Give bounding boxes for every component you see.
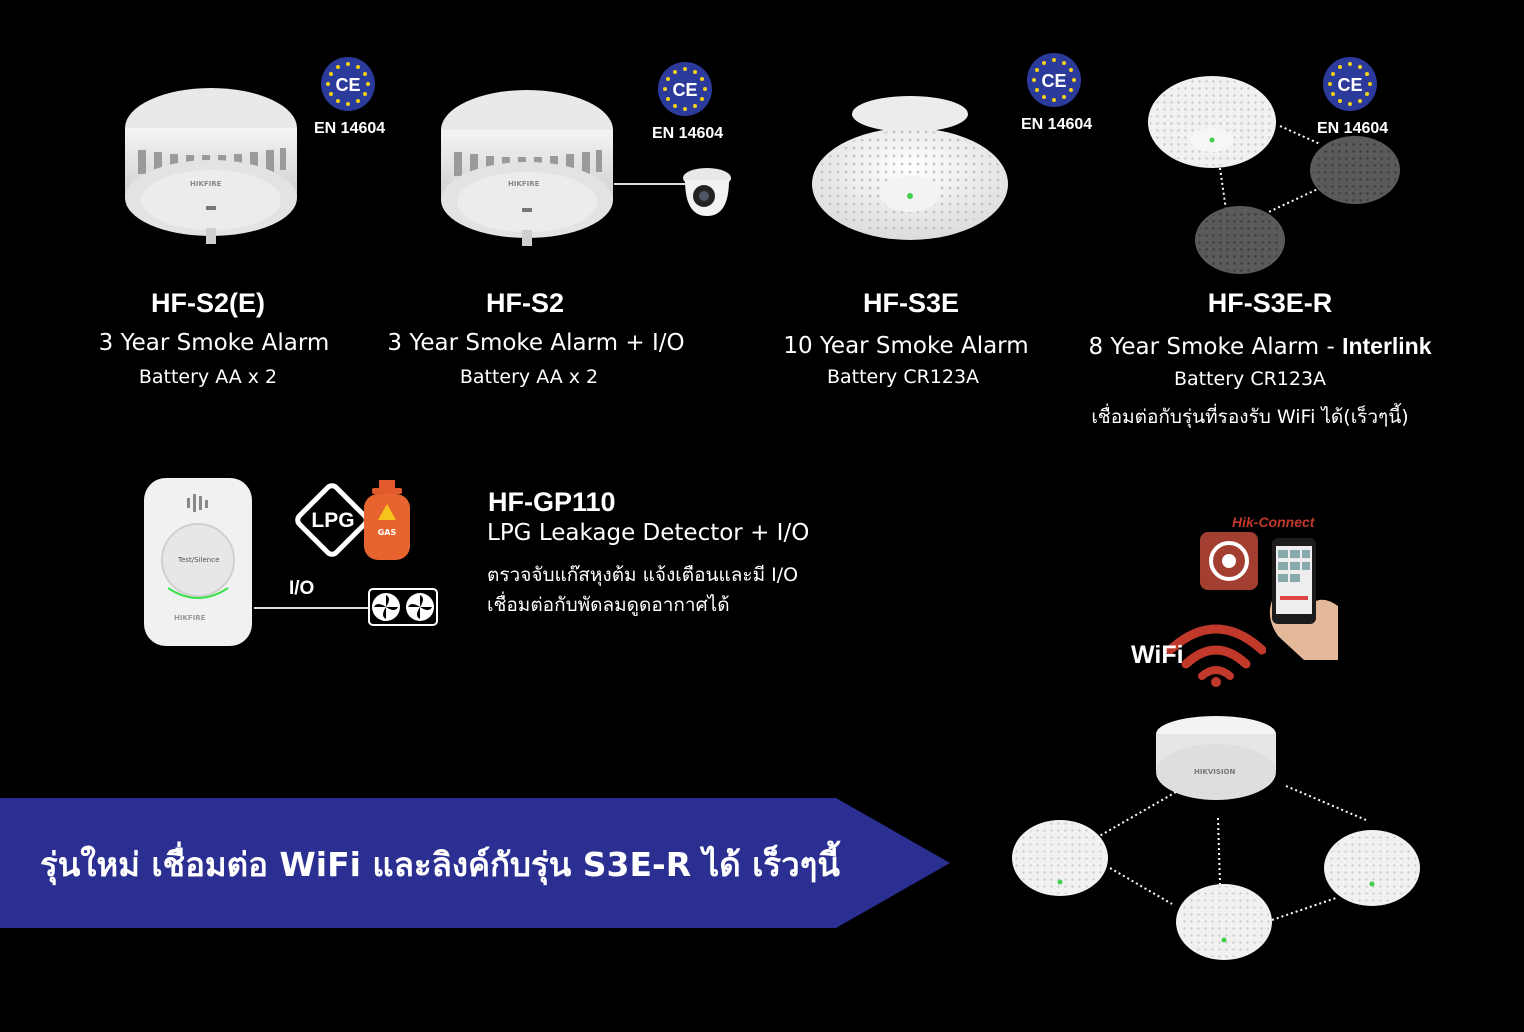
gas-line-1: ตรวจจับแก๊สหุงต้ม แจ้งเตือนและมี I/O <box>487 564 799 586</box>
product-battery-4: Battery CR123A <box>1173 368 1327 390</box>
ce-badge-1: CE <box>320 56 376 112</box>
lpg-icon <box>292 480 372 560</box>
product-model-3: HF-S3E <box>862 288 960 318</box>
ce-mark-text: CE <box>672 80 697 100</box>
cert-label-3: EN 14604 <box>1021 116 1093 133</box>
product-desc-2: 3 Year Smoke Alarm + I/O <box>387 330 685 356</box>
ce-badge-4: CE <box>1322 56 1378 112</box>
io-line <box>254 607 374 609</box>
ce-badge-2: CE <box>657 61 713 117</box>
hub-brand-label: HIKVISION <box>1194 768 1236 776</box>
phone-in-hand-icon <box>1264 536 1338 660</box>
ce-mark-text: CE <box>1041 71 1066 91</box>
gas-detector-image <box>142 476 254 648</box>
product-desc-4-bold: Interlink <box>1342 333 1432 359</box>
brand-label-1: HIKFIRE <box>190 180 222 188</box>
brand-label-2: HIKFIRE <box>508 180 540 188</box>
ce-badge-3: CE <box>1026 52 1082 108</box>
hf-s3e-image <box>810 88 1010 242</box>
app-name-label: Hik-Connect <box>1232 514 1315 530</box>
wifi-network-image <box>1006 708 1426 968</box>
wifi-icon <box>1166 614 1266 688</box>
product-model-2: HF-S2 <box>485 288 564 318</box>
product-desc-4-prefix: 8 Year Smoke Alarm - <box>1088 334 1343 360</box>
product-model-4: HF-S3E-R <box>1207 288 1333 318</box>
gas-desc: LPG Leakage Detector + I/O <box>487 520 810 546</box>
promo-banner-text: รุ่นใหม่ เชื่อมต่อ WiFi และลิงค์กับรุ่น … <box>40 845 840 884</box>
gas-detector-button-label: Test/Silence <box>178 556 220 564</box>
cert-label-2: EN 14604 <box>652 125 724 142</box>
hf-s2-image <box>434 90 620 250</box>
product-model-1: HF-S2(E) <box>151 288 265 318</box>
gas-cylinder-label: GAS <box>377 528 397 537</box>
product-desc-4: 8 Year Smoke Alarm - Interlink <box>1060 333 1460 360</box>
io-cable <box>614 183 690 185</box>
ce-mark-text: CE <box>1337 75 1362 95</box>
gas-detector-brand: HIKFIRE <box>174 614 206 622</box>
gas-cylinder-icon <box>362 478 412 562</box>
gas-line-2: เชื่อมต่อกับพัดลมดูดอากาศได้ <box>487 594 730 616</box>
lpg-label: LPG <box>311 509 355 532</box>
product-battery-2: Battery AA x 2 <box>459 366 599 388</box>
product-desc-3: 10 Year Smoke Alarm <box>783 333 1029 359</box>
gas-model: HF-GP110 <box>488 487 616 517</box>
cert-label-1: EN 14604 <box>314 120 386 137</box>
hf-s2e-image <box>118 88 304 248</box>
io-label: I/O <box>289 578 315 599</box>
product-desc-1: 3 Year Smoke Alarm <box>98 330 330 356</box>
cert-label-4: EN 14604 <box>1317 120 1389 137</box>
promo-banner <box>0 798 952 928</box>
product-battery-3: Battery CR123A <box>826 366 980 388</box>
product-battery-1: Battery AA x 2 <box>138 366 278 388</box>
hf-s3e-r-image <box>1140 64 1410 278</box>
hik-connect-app-icon <box>1200 532 1258 590</box>
ce-mark-text: CE <box>335 75 360 95</box>
product-note-4: เชื่อมต่อกับรุ่นที่รองรับ WiFi ได้(เร็วๆ… <box>1091 406 1409 428</box>
camera-icon <box>682 166 732 220</box>
wifi-label: WiFi <box>1131 641 1184 669</box>
fan-icon <box>368 588 438 626</box>
